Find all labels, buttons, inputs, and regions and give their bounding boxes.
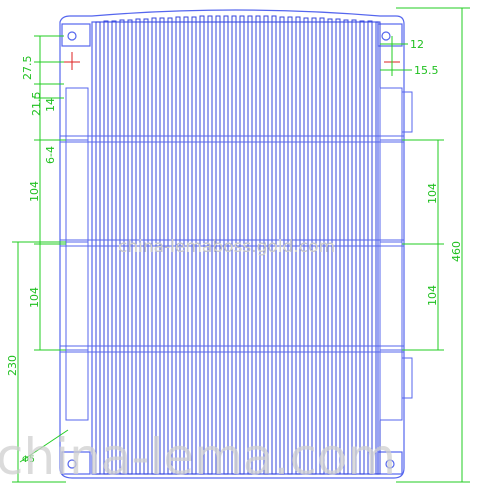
label-left-104-a: 104 xyxy=(28,181,41,202)
right-tab-top xyxy=(401,91,413,133)
left-clamp-2 xyxy=(65,139,89,243)
hole-bottom-left xyxy=(67,459,77,469)
left-mount-lug-bottom xyxy=(61,451,91,475)
label-right-104-b: 104 xyxy=(426,285,439,306)
right-clamp-1 xyxy=(379,87,403,141)
fin xyxy=(359,20,365,475)
fin xyxy=(367,20,373,475)
watermark-bottom: china-lema.com xyxy=(0,428,396,486)
fin xyxy=(263,15,269,475)
fin xyxy=(343,19,349,475)
fin xyxy=(95,21,101,475)
right-mount-lug-bottom xyxy=(377,451,403,475)
label-460: 460 xyxy=(450,241,463,262)
watermark-center: china-lemaboss.gold.com xyxy=(118,237,335,257)
fin xyxy=(223,15,229,475)
label-phi5: Φ5 xyxy=(22,455,35,465)
fin xyxy=(255,15,261,475)
fin xyxy=(127,19,133,475)
label-6-4: 6-4 xyxy=(44,146,57,164)
fin xyxy=(119,19,125,475)
right-tab-bottom xyxy=(401,357,413,399)
fin xyxy=(271,15,277,475)
hole-bottom-right xyxy=(385,459,395,469)
right-clamp-3 xyxy=(379,241,403,351)
dimension-lines xyxy=(12,7,470,483)
fin xyxy=(215,15,221,475)
left-clamp-4 xyxy=(65,349,89,421)
fin xyxy=(247,15,253,475)
right-clamp-4 xyxy=(379,349,403,421)
fin xyxy=(199,15,205,475)
dimension-labels: 12 15.5 27.5 21.5 14 6-4 104 104 104 104… xyxy=(6,38,463,465)
hole-top-left xyxy=(67,31,77,41)
label-14: 14 xyxy=(44,98,57,112)
left-clamp-1 xyxy=(65,87,89,141)
label-right-104-a: 104 xyxy=(426,183,439,204)
right-clamp-2 xyxy=(379,139,403,243)
fin xyxy=(231,15,237,475)
side-clamps xyxy=(65,87,413,421)
hole-top-right xyxy=(381,31,391,41)
fin xyxy=(351,19,357,475)
fin xyxy=(239,15,245,475)
label-27-5: 27.5 xyxy=(21,56,34,81)
label-left-104-b: 104 xyxy=(28,287,41,308)
label-12: 12 xyxy=(410,38,424,51)
right-mount-lug-top xyxy=(377,23,403,47)
fin xyxy=(111,20,117,475)
body-outline xyxy=(59,9,405,479)
fin xyxy=(103,20,109,475)
fin xyxy=(207,15,213,475)
mounting-holes xyxy=(67,31,395,469)
left-mount-lug-top xyxy=(61,23,91,47)
clamp-bands xyxy=(60,135,404,353)
label-15-5: 15.5 xyxy=(414,64,439,77)
label-21-5: 21.5 xyxy=(30,92,43,117)
dim-phi-leader xyxy=(19,429,69,463)
left-clamp-3 xyxy=(65,241,89,351)
label-230: 230 xyxy=(6,355,19,376)
fin-array xyxy=(95,15,381,475)
